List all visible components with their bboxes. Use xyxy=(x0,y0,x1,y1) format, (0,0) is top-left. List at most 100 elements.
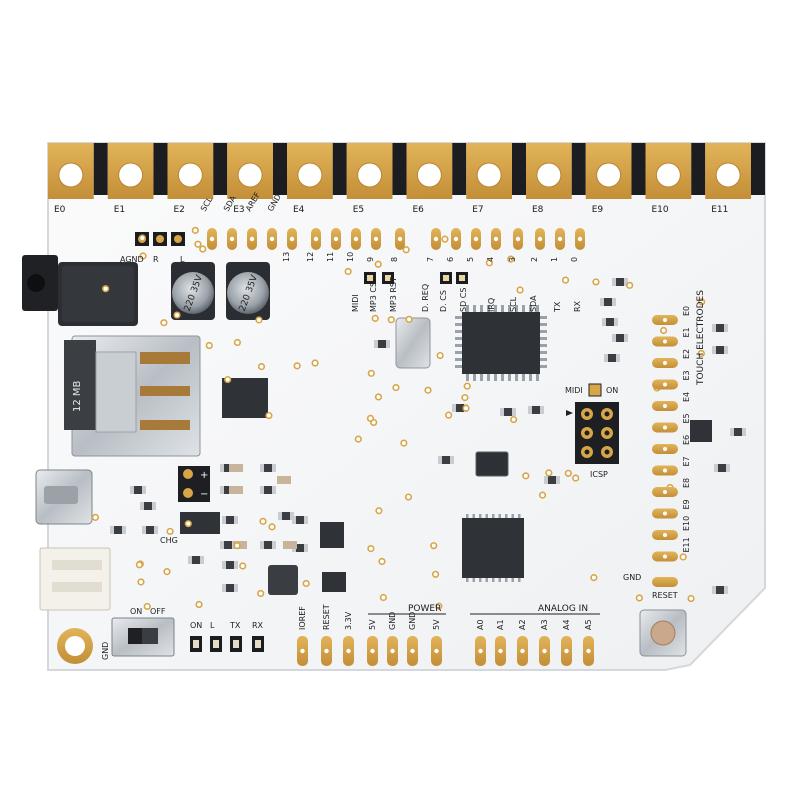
pin-number: 4 xyxy=(486,257,495,262)
touch-pin-label: E11 xyxy=(682,537,691,552)
touch-pin-label: E1 xyxy=(682,327,691,337)
pin-number: 11 xyxy=(326,252,335,262)
battery-plus: + xyxy=(200,470,208,481)
touch-pin-label: E10 xyxy=(682,516,691,531)
switch-off-label: OFF xyxy=(150,607,166,616)
status-led-label: RX xyxy=(252,621,264,630)
regulator-chip xyxy=(320,522,344,548)
analog-pin-label: A2 xyxy=(518,619,527,630)
electrode-label: E11 xyxy=(711,205,728,215)
electrode-label: E6 xyxy=(413,205,425,215)
analog-pin-label: A5 xyxy=(584,619,593,630)
icsp-label: ICSP xyxy=(590,470,608,479)
touch-gnd-label: GND xyxy=(623,573,641,582)
electrode-label: E9 xyxy=(592,205,604,215)
audio-pin-label: L xyxy=(180,255,185,264)
sd-card-label: 12 MB xyxy=(72,380,83,412)
reset-label: RESET xyxy=(652,591,678,600)
reset-button: RESET xyxy=(639,591,687,657)
pin-number: 6 xyxy=(446,257,455,262)
atmega-chip xyxy=(455,305,547,381)
audio-pin-label: AGND xyxy=(120,255,144,264)
capacitor-left: 220 35V xyxy=(171,262,215,320)
signal-label: TX xyxy=(553,301,562,313)
touch-pin-label: E5 xyxy=(682,413,691,423)
switch-gnd-label: GND xyxy=(101,642,110,660)
touch-pin-label: E8 xyxy=(682,478,691,488)
status-led-label: L xyxy=(210,621,215,630)
mpr121-chip xyxy=(690,420,712,442)
power-pin-label: GND xyxy=(388,612,397,630)
power-pin-label: 5V xyxy=(432,619,441,630)
sd-level-shifter-chip xyxy=(222,378,268,418)
pin-number: 10 xyxy=(346,252,355,262)
status-led-labels: ON L TX RX xyxy=(190,621,264,652)
analog-pin-label: A1 xyxy=(496,619,505,630)
audio-pin-label: R xyxy=(153,255,159,264)
status-led-label: TX xyxy=(229,621,241,630)
touch-pin-label: E2 xyxy=(682,349,691,359)
electrode-label: E8 xyxy=(532,205,544,215)
power-pin-label: GND xyxy=(408,612,417,630)
power-title: POWER xyxy=(408,604,441,614)
electrode-label: E10 xyxy=(652,205,669,215)
electrode-label: E2 xyxy=(174,205,185,215)
signal-label: D. REQ xyxy=(421,284,430,312)
pin-number: 5 xyxy=(466,257,475,262)
inductor xyxy=(268,565,298,595)
electrode-label: E4 xyxy=(293,205,305,215)
signal-label: SD CS xyxy=(459,288,468,312)
mounting-holes xyxy=(57,628,93,664)
power-switch xyxy=(111,617,175,657)
electrode-label: E3 xyxy=(233,205,244,215)
electrode-label: E1 xyxy=(114,205,125,215)
pin-number: 3 xyxy=(508,257,517,262)
touch-pin-label: E7 xyxy=(682,456,691,466)
touch-pin-label: E6 xyxy=(682,435,691,445)
pin-number: 7 xyxy=(426,257,435,262)
signal-label: MIDI xyxy=(351,294,360,312)
midi-jumper: MIDI ON ICSP xyxy=(565,383,618,479)
pin-number: 1 xyxy=(550,257,559,262)
analog-pin-label: A4 xyxy=(562,619,571,630)
capacitor-right: 220 35V xyxy=(226,262,270,320)
pin-number: 9 xyxy=(366,257,375,262)
crystal-small xyxy=(475,451,509,477)
signal-label: D. CS xyxy=(439,290,448,312)
power-pin-label: 3.3V xyxy=(344,611,353,630)
signal-label: SCL xyxy=(509,296,518,312)
signal-label: IRQ xyxy=(487,298,496,312)
switch-on-label: ON xyxy=(130,607,142,616)
audio-codec-chip xyxy=(462,514,524,582)
audio-jack xyxy=(22,255,138,326)
touch-pin-label: E0 xyxy=(682,306,691,316)
charger-chip xyxy=(180,512,220,534)
electrode-label: E5 xyxy=(353,205,364,215)
top-pin-headers xyxy=(135,228,585,284)
analog-title: ANALOG IN xyxy=(538,604,588,614)
battery-connector xyxy=(39,547,111,611)
crystal-oscillator xyxy=(395,317,431,369)
power-pin-label: 5V xyxy=(368,619,377,630)
chg-label: CHG xyxy=(160,536,178,545)
pin-number: 13 xyxy=(282,252,291,262)
icsp-header xyxy=(566,402,619,464)
pin-number: 2 xyxy=(530,257,539,262)
pin-number: 0 xyxy=(570,257,579,262)
analog-pin-label: A3 xyxy=(540,619,549,630)
pin-number: 8 xyxy=(390,257,399,262)
microsd-slot: 12 MB xyxy=(64,335,201,457)
jumper-on-label: ON xyxy=(606,386,618,395)
jumper-midi-label: MIDI xyxy=(565,386,583,395)
signal-label: MP3 CS xyxy=(369,282,378,312)
touch-electrodes-title: TOUCH ELECTRODES xyxy=(696,290,706,386)
pin-number: 12 xyxy=(306,252,315,262)
battery-pads xyxy=(178,466,210,502)
touch-pin-label: E4 xyxy=(682,392,691,402)
signal-label: SDA xyxy=(529,295,538,312)
status-led-label: ON xyxy=(190,621,202,630)
signal-label: MP3 RST xyxy=(389,277,398,312)
